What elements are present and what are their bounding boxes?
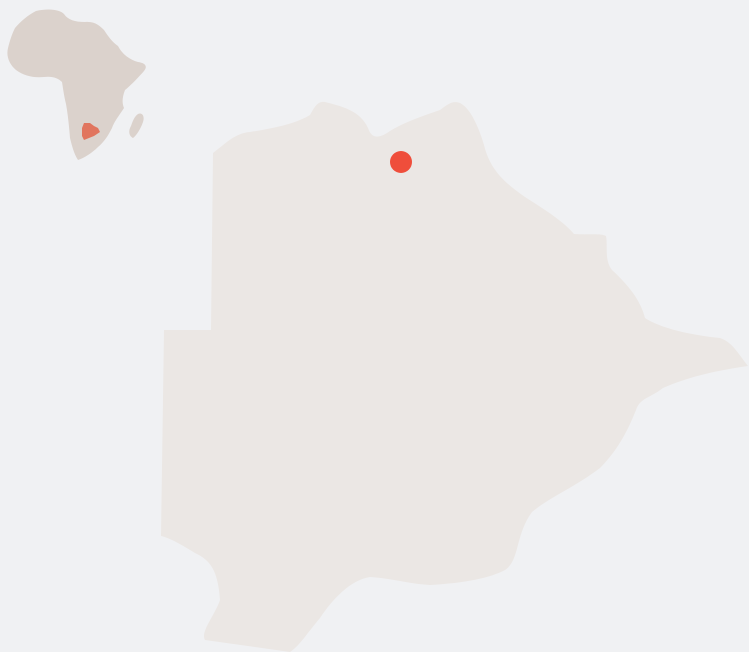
inset-highlighted-country — [82, 123, 100, 140]
inset-madagascar — [129, 113, 144, 138]
inset-africa-continent — [7, 9, 146, 160]
country-shape-botswana — [161, 101, 748, 652]
location-dot-icon[interactable] — [390, 151, 412, 173]
